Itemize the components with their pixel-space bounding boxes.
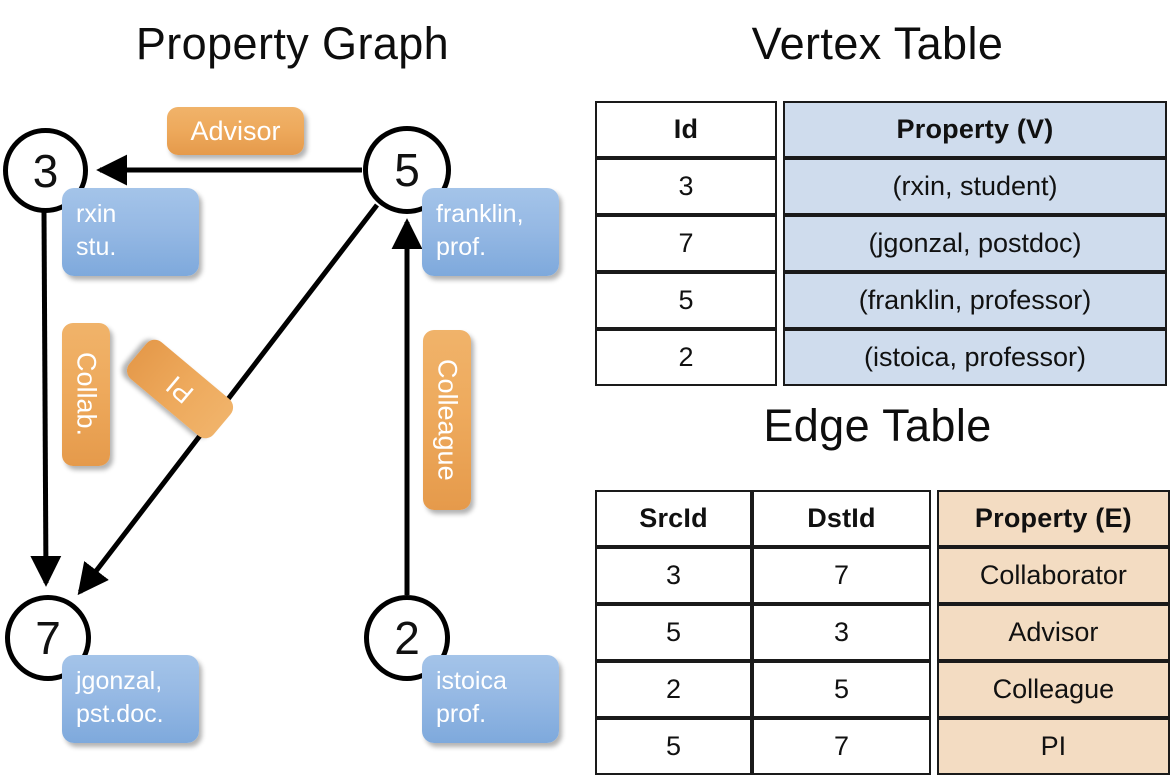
node-property-7-line2: pst.doc. — [76, 699, 164, 728]
edge-row-3-dst: 7 — [752, 718, 931, 775]
vertex-row-0-gap — [777, 158, 783, 215]
node-property-5-line2: prof. — [436, 232, 487, 261]
node-property-box-3: rxin stu. — [62, 188, 199, 276]
vertex-row-1-id: 7 — [595, 215, 777, 272]
vertex-table-panel: Vertex Table Id Property (V) 3 (rxin, st… — [585, 0, 1170, 390]
graph-node-2[interactable]: 2 — [364, 595, 450, 681]
edge-row-1-dst: 3 — [752, 604, 931, 661]
edge-row-2-gap — [930, 661, 937, 718]
vertex-table-row[interactable]: 3 (rxin, student) — [595, 158, 1167, 215]
edge-label-collab-text: Collab. — [71, 352, 102, 437]
edge-label-colleague: Colleague — [423, 330, 471, 510]
edge-table-row[interactable]: 5 3 Advisor — [595, 604, 1170, 661]
node-property-2-line1: istoica — [436, 667, 507, 695]
node-property-3-line1: rxin — [76, 200, 117, 228]
vertex-row-2-gap — [777, 272, 783, 329]
edge-table-panel: Edge Table SrcId DstId Property (E) 3 7 … — [585, 390, 1170, 775]
vertex-row-3-gap — [777, 329, 783, 386]
property-graph-panel: Property Graph 3 5 7 2 rxin stu. frankli… — [0, 0, 585, 760]
node-property-5-line1: franklin, — [436, 200, 524, 228]
edge-table-header-property: Property (E) — [936, 490, 1170, 547]
vertex-table-row[interactable]: 5 (franklin, professor) — [595, 272, 1167, 329]
edge-table: SrcId DstId Property (E) 3 7 Collaborato… — [595, 490, 1170, 775]
edge-row-1-property: Advisor — [936, 604, 1170, 661]
edge-row-0-property: Collaborator — [936, 547, 1170, 604]
node-property-box-5: franklin, prof. — [422, 188, 559, 276]
edge-label-collab: Collab. — [62, 323, 110, 466]
edge-row-0-src: 3 — [595, 547, 753, 604]
page-title-property-graph: Property Graph — [135, 18, 450, 69]
vertex-table-column-gap — [777, 101, 783, 158]
edge-row-3-src: 5 — [595, 718, 753, 775]
graph-node-5-label: 5 — [394, 144, 420, 196]
edge-row-2-src: 2 — [595, 661, 753, 718]
edge-table-row[interactable]: 3 7 Collaborator — [595, 547, 1170, 604]
edge-label-colleague-text: Colleague — [432, 359, 463, 481]
edge-row-1-gap — [930, 604, 937, 661]
vertex-table-header-row: Id Property (V) — [595, 101, 1167, 158]
vertex-row-1-property: (jgonzal, postdoc) — [783, 215, 1167, 272]
edge-label-advisor: Advisor — [167, 107, 304, 155]
edge-table-row[interactable]: 5 7 PI — [595, 718, 1170, 775]
edge-table-header-srcid: SrcId — [595, 490, 753, 547]
vertex-table-header-property: Property (V) — [783, 101, 1167, 158]
vertex-row-3-property: (istoica, professor) — [783, 329, 1167, 386]
vertex-row-3-id: 2 — [595, 329, 777, 386]
edge-table-column-gap — [930, 490, 937, 547]
node-property-box-7: jgonzal, pst.doc. — [62, 655, 199, 743]
node-property-2-line2: prof. — [436, 699, 487, 728]
section-title-edge-table: Edge Table — [763, 400, 992, 451]
edge-row-3-gap — [930, 718, 937, 775]
edge-table-row[interactable]: 2 5 Colleague — [595, 661, 1170, 718]
vertex-table-header-id: Id — [595, 101, 777, 158]
edge-row-2-property: Colleague — [936, 661, 1170, 718]
node-property-box-2: istoica prof. — [422, 655, 559, 743]
vertex-table: Id Property (V) 3 (rxin, student) 7 (jgo… — [595, 101, 1167, 386]
graph-node-7-label: 7 — [35, 612, 61, 664]
edge-label-advisor-text: Advisor — [190, 115, 281, 146]
edge-table-header-row: SrcId DstId Property (E) — [595, 490, 1170, 547]
edge-3-7 — [30, 211, 62, 587]
edge-row-2-dst: 5 — [752, 661, 931, 718]
vertex-row-0-property: (rxin, student) — [783, 158, 1167, 215]
vertex-table-row[interactable]: 2 (istoica, professor) — [595, 329, 1167, 386]
node-property-3-line2: stu. — [76, 232, 117, 261]
vertex-table-row[interactable]: 7 (jgonzal, postdoc) — [595, 215, 1167, 272]
node-property-7-line1: jgonzal, — [76, 667, 163, 695]
edge-row-0-dst: 7 — [752, 547, 931, 604]
graph-node-5[interactable]: 5 — [363, 126, 451, 214]
edge-row-3-property: PI — [936, 718, 1170, 775]
vertex-row-0-id: 3 — [595, 158, 777, 215]
graph-node-2-label: 2 — [394, 612, 420, 664]
edge-label-pi-text: PI — [160, 369, 200, 410]
edge-row-1-src: 5 — [595, 604, 753, 661]
edge-table-header-dstid: DstId — [752, 490, 931, 547]
vertex-row-1-gap — [777, 215, 783, 272]
graph-node-3-label: 3 — [32, 144, 59, 197]
vertex-row-2-property: (franklin, professor) — [783, 272, 1167, 329]
edge-row-0-gap — [930, 547, 937, 604]
vertex-row-2-id: 5 — [595, 272, 777, 329]
section-title-vertex-table: Vertex Table — [751, 18, 1004, 69]
